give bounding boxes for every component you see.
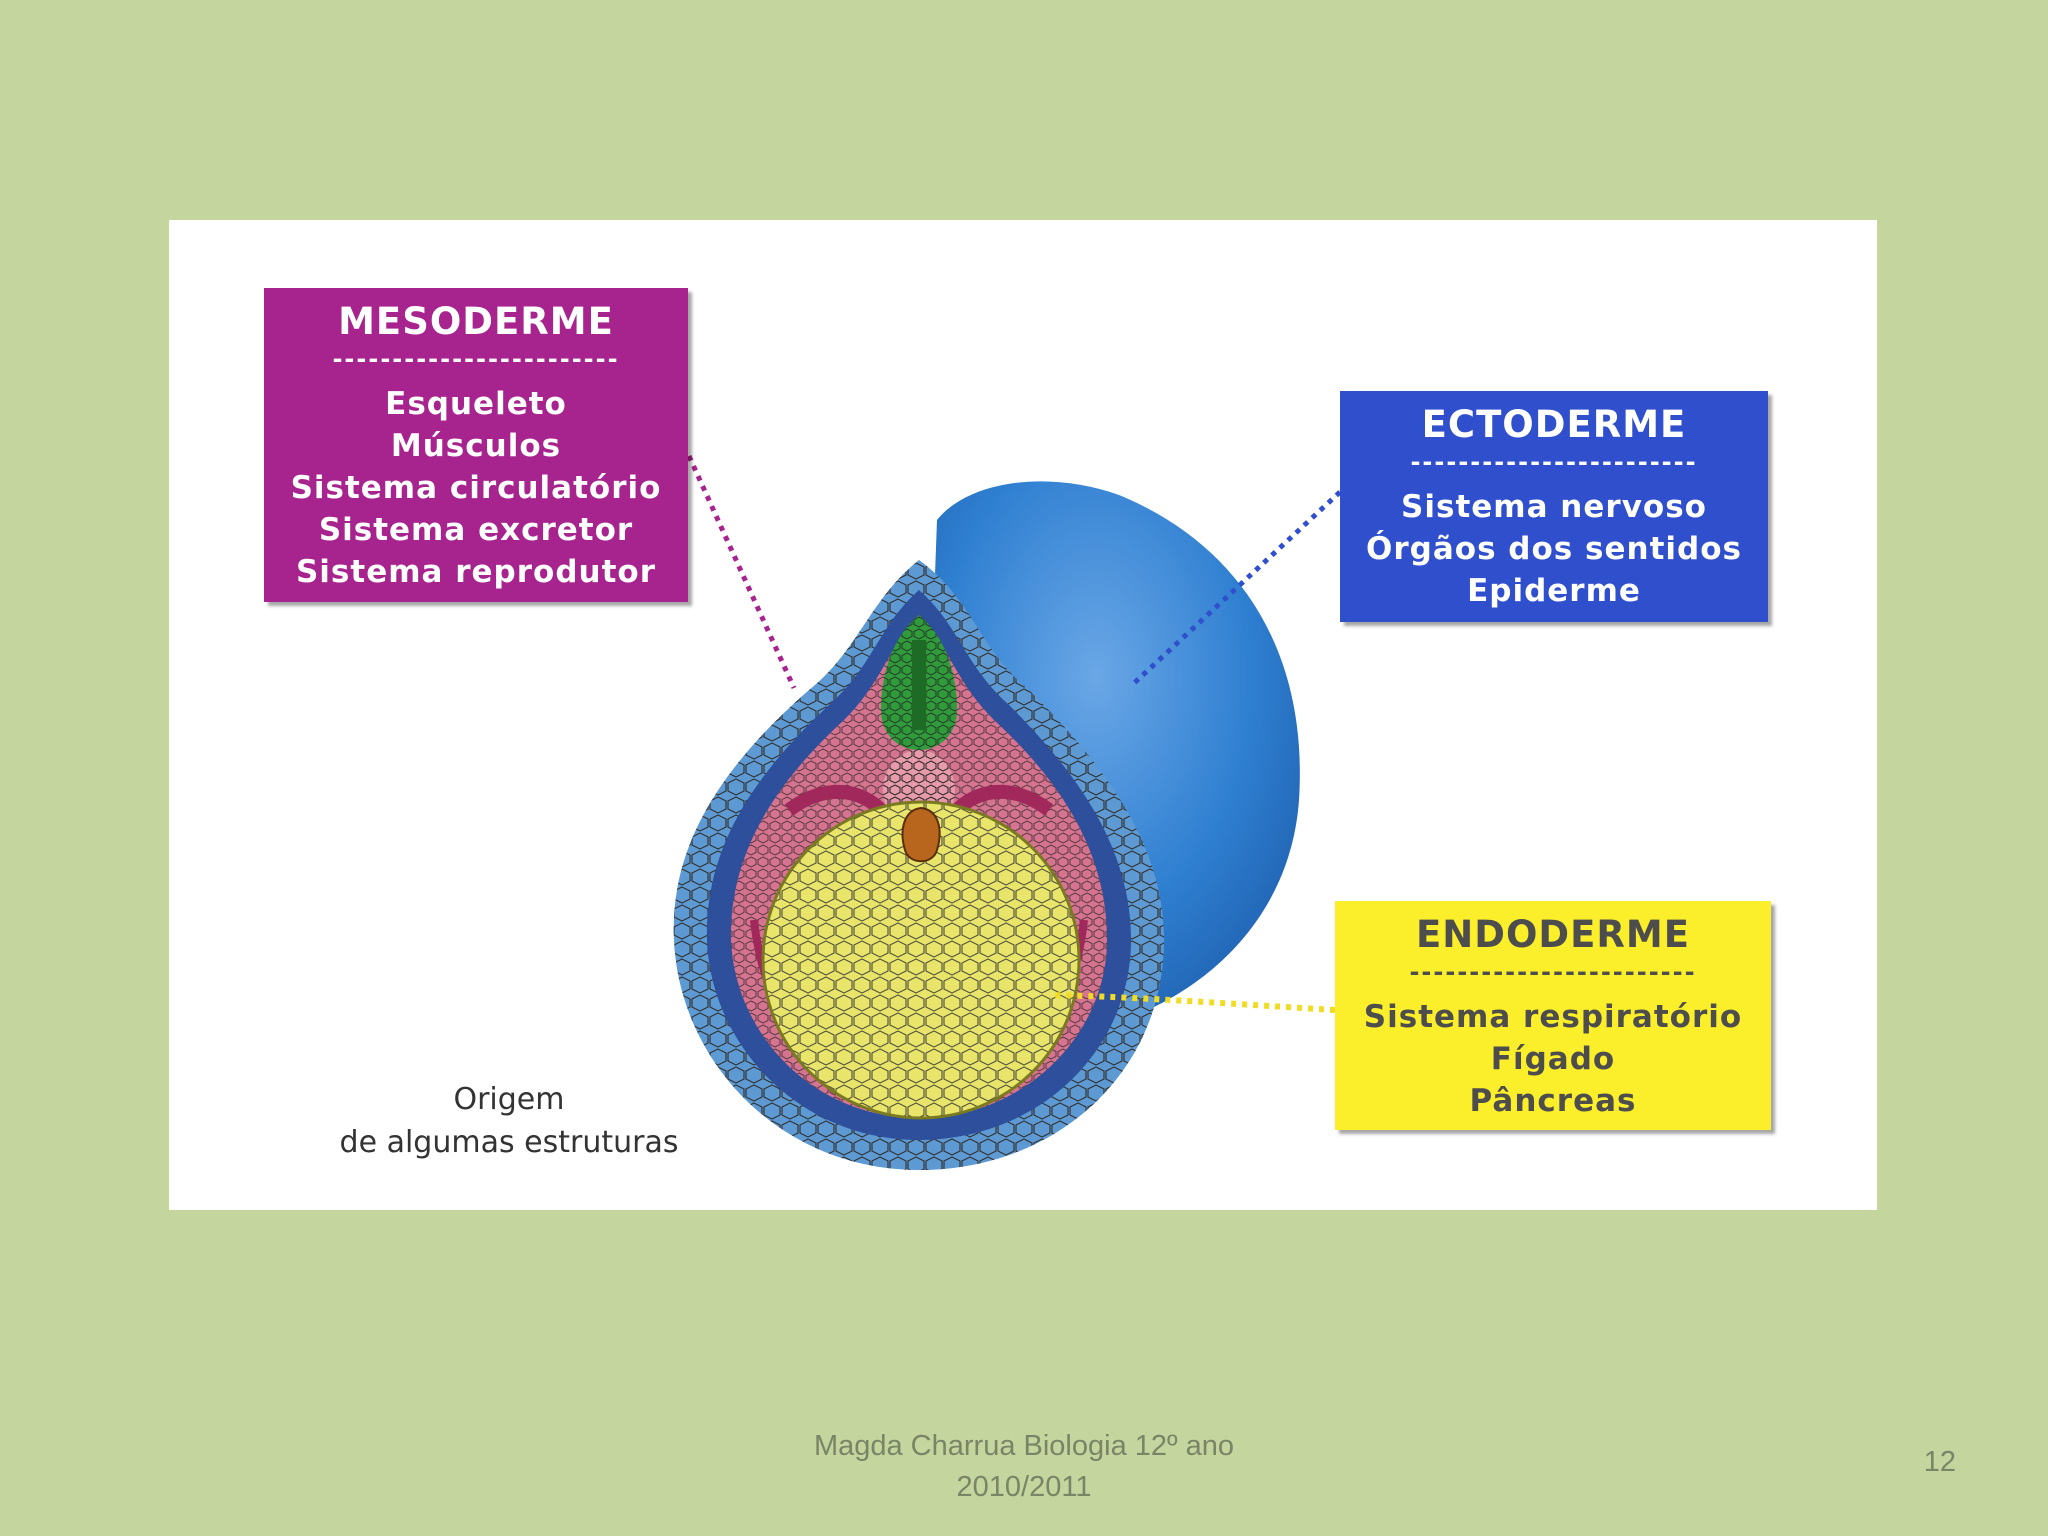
slide-page-number: 12	[1923, 1446, 1956, 1478]
ectoderme-item: Sistema nervoso	[1401, 489, 1707, 525]
diagram-caption: Origem de algumas estruturas	[299, 1078, 719, 1164]
ectoderme-label-box: ECTODERME ------------------------ Siste…	[1340, 391, 1768, 622]
endoderme-item: Sistema respiratório	[1363, 999, 1743, 1035]
mesoderme-item: Sistema excretor	[318, 512, 634, 548]
endoderme-item: Pâncreas	[1469, 1083, 1637, 1119]
ectoderme-title: ECTODERME	[1421, 403, 1687, 446]
footer-line: 2010/2011	[956, 1471, 1092, 1503]
endoderme-divider: ------------------------	[1409, 958, 1697, 986]
ectoderme-item: Epiderme	[1467, 573, 1641, 609]
caption-line: Origem	[453, 1082, 565, 1117]
endoderme-label-box: ENDODERME ------------------------ Siste…	[1335, 901, 1771, 1130]
endoderme-title: ENDODERME	[1416, 913, 1690, 956]
mesoderme-label-box: MESODERME ------------------------ Esque…	[264, 288, 688, 602]
mesoderme-divider: ------------------------	[332, 345, 620, 373]
embryo-figure: MESODERME ------------------------ Esque…	[169, 220, 1877, 1210]
mesoderme-item: Sistema reprodutor	[295, 554, 656, 590]
footer-line: Magda Charrua Biologia 12º ano	[813, 1430, 1235, 1462]
embryo-cross-section-illustration	[673, 454, 1342, 1170]
mesoderme-title: MESODERME	[338, 300, 614, 343]
ectoderme-divider: ------------------------	[1410, 448, 1698, 476]
caption-line: de algumas estruturas	[339, 1125, 679, 1160]
ectoderm-pointer	[1129, 490, 1342, 688]
mesoderme-item: Esqueleto	[385, 386, 567, 422]
ectoderme-item: Órgãos dos sentidos	[1366, 531, 1742, 567]
endoderme-item: Fígado	[1490, 1041, 1616, 1077]
slide-footer: Magda Charrua Biologia 12º ano 2010/2011	[760, 1426, 1288, 1508]
mesoderme-item: Músculos	[390, 428, 562, 464]
mesoderm-pointer	[686, 454, 797, 690]
mesoderme-item: Sistema circulatório	[290, 470, 662, 506]
